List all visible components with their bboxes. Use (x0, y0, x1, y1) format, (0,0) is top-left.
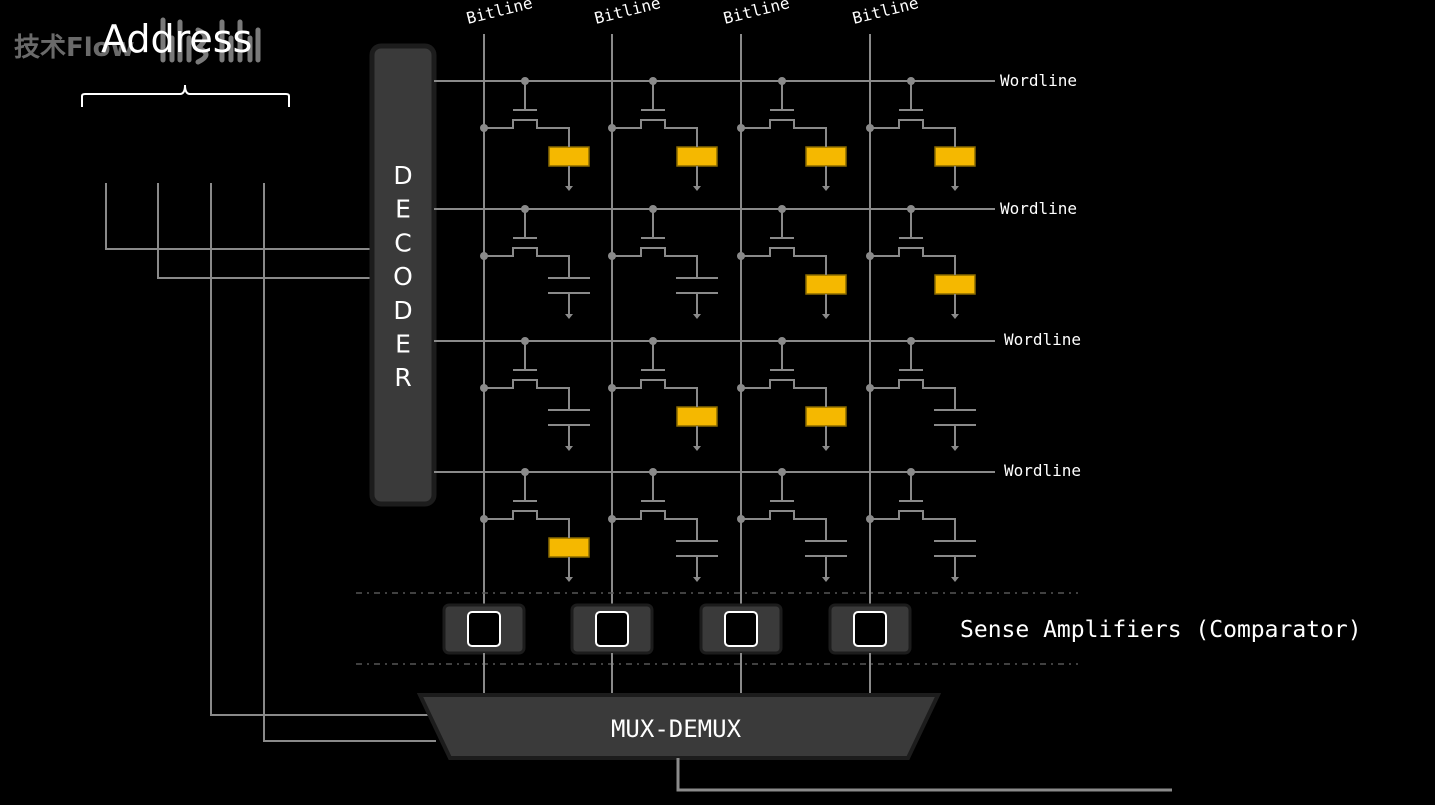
bitline-label: Bitline (850, 0, 920, 28)
memory-cell (866, 337, 976, 451)
decoder-letter: E (395, 330, 411, 359)
data-io-line (676, 758, 1172, 792)
watermark-text: 技术Flow (14, 33, 135, 63)
sense-amplifier (828, 603, 912, 695)
transistor-channel (612, 379, 698, 400)
memory-cell (866, 468, 976, 582)
transistor-channel (484, 379, 570, 400)
memory-cell (608, 337, 718, 451)
ground-icon (565, 186, 573, 191)
transistor-channel (741, 247, 827, 268)
charged-capacitor (805, 406, 847, 427)
ground-icon (693, 186, 701, 191)
decoder-letter: C (394, 228, 411, 257)
charged-capacitor (548, 146, 590, 167)
transistor-channel (484, 247, 570, 268)
address-brace (81, 84, 290, 107)
ground-icon (822, 446, 830, 451)
memory-cell (737, 468, 847, 582)
ground-icon (565, 314, 573, 319)
memory-cell (737, 205, 847, 319)
transistor-channel (612, 119, 698, 140)
sense-amplifier (699, 603, 783, 695)
ground-icon (951, 314, 959, 319)
charged-capacitor (934, 274, 976, 295)
ground-icon (693, 577, 701, 582)
wordline-label: Wordline (1004, 461, 1081, 480)
decoder-letter: E (395, 195, 411, 224)
transistor-channel (741, 510, 827, 531)
sense-amplifier (442, 603, 526, 695)
memory-cell (608, 205, 718, 319)
transistor-channel (484, 510, 570, 531)
address-lines (105, 183, 436, 742)
ground-icon (565, 446, 573, 451)
ground-icon (822, 577, 830, 582)
memory-cell (608, 468, 718, 582)
memory-cell (866, 77, 976, 191)
ground-icon (693, 314, 701, 319)
transistor-channel (612, 247, 698, 268)
charged-capacitor (934, 146, 976, 167)
bitline-label: Bitline (592, 0, 662, 28)
mux-demux-block (416, 693, 942, 760)
transistor-channel (612, 510, 698, 531)
decoder-block (369, 43, 437, 507)
charged-capacitor (805, 146, 847, 167)
transistor-channel (870, 247, 956, 268)
bitline-label: Bitline (721, 0, 791, 28)
sense-amplifier (570, 603, 654, 695)
sense-amp-label: Sense Amplifiers (Comparator) (960, 617, 1362, 643)
charged-capacitor (676, 146, 718, 167)
ground-icon (822, 314, 830, 319)
sense-amp-core (595, 611, 629, 647)
ground-icon (565, 577, 573, 582)
ground-icon (822, 186, 830, 191)
bilibili-logo-icon (160, 17, 261, 65)
memory-cell (608, 77, 718, 191)
decoder-letter: R (394, 363, 411, 392)
bitline-label: Bitline (464, 0, 534, 28)
memory-cell (480, 337, 590, 451)
charged-capacitor (548, 537, 590, 558)
charged-capacitor (805, 274, 847, 295)
transistor-channel (741, 379, 827, 400)
ground-icon (951, 446, 959, 451)
wordline-label: Wordline (1000, 199, 1077, 218)
wordline-label: Wordline (1004, 330, 1081, 349)
transistor-channel (870, 379, 956, 400)
memory-cell (737, 337, 847, 451)
mux-label: MUX-DEMUX (611, 715, 742, 743)
decoder-letter: D (393, 161, 412, 190)
decoder-letter: D (393, 296, 412, 325)
memory-cell (480, 468, 590, 582)
memory-cell (480, 205, 590, 319)
memory-cell (866, 205, 976, 319)
ground-icon (951, 577, 959, 582)
decoder-letter: O (393, 262, 413, 291)
memory-cell (737, 77, 847, 191)
sense-amplifiers (442, 603, 912, 695)
memory-cell (480, 77, 590, 191)
sense-amp-core (467, 611, 501, 647)
ground-icon (693, 446, 701, 451)
sense-amp-core (853, 611, 887, 647)
wordline-label: Wordline (1000, 71, 1077, 90)
transistor-channel (484, 119, 570, 140)
transistor-channel (741, 119, 827, 140)
ground-icon (951, 186, 959, 191)
transistor-channel (870, 119, 956, 140)
charged-capacitor (676, 406, 718, 427)
sense-amp-core (724, 611, 758, 647)
transistor-channel (870, 510, 956, 531)
address-label: Address (101, 17, 252, 61)
